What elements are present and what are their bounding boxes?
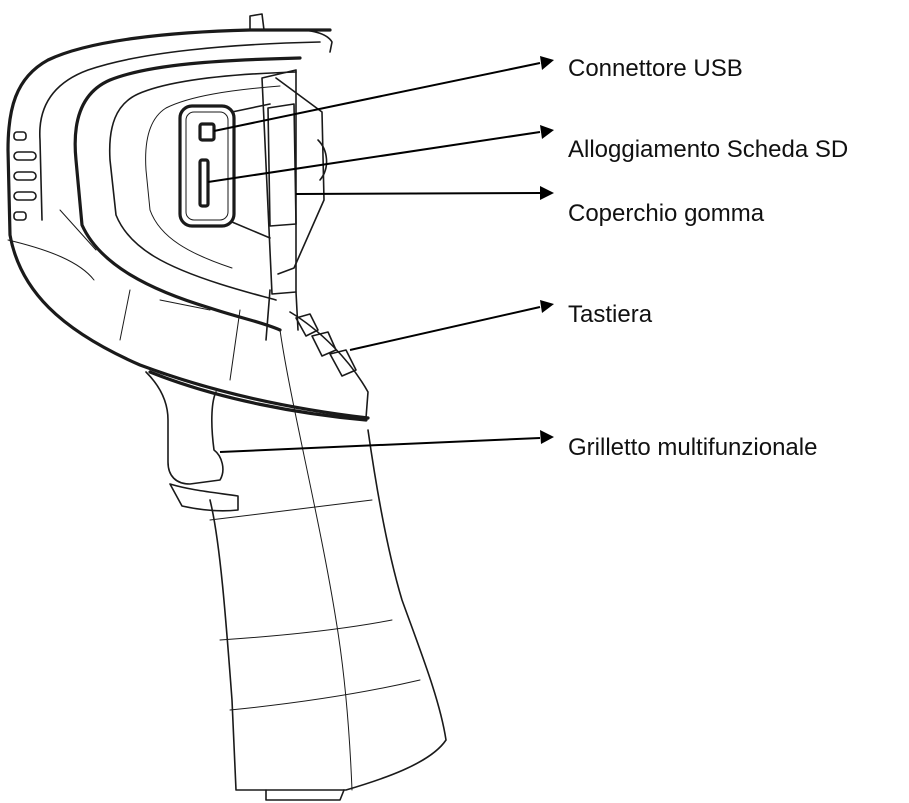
device-side-panel-lines [7,209,241,381]
vent-slot [13,171,37,181]
rubber-cover-tab [267,103,297,227]
arrowhead-cover [540,186,554,200]
label-rubber-cover: Coperchio gomma [568,200,765,227]
device-head-bottom [148,370,368,422]
leader-usb [213,62,541,132]
usb-port-icon [198,122,216,142]
label-sd-card-slot: Alloggiamento Scheda SD [568,136,848,163]
vent-slots [13,131,37,221]
rubber-cover-knob [317,139,328,181]
rubber-cover-flap [275,77,325,275]
keypad-buttons [295,313,357,377]
grip-outline [209,429,447,791]
device-illustration [6,13,447,801]
device-bezel-inner [108,71,297,301]
grip-panel-lines [209,499,421,711]
sd-slot-icon [198,158,210,208]
port-compartment-inner [185,111,229,221]
arrowhead-sd [540,125,554,139]
grip-seam [279,329,353,791]
leader-sd [207,131,541,183]
keypad-edge [289,311,369,419]
trigger [145,371,224,485]
device-shell-inner-edge [39,41,321,221]
trigger-guard [169,483,239,512]
device-bezel [73,56,302,332]
cover-hinge-bottom [231,221,271,239]
arrowhead-trigger [540,430,554,444]
vent-slot [13,131,27,141]
vent-slot [13,191,37,201]
grip-base [265,789,345,801]
label-keypad: Tastiera [568,301,653,328]
leader-trigger [219,437,541,453]
device-vertical-seam [265,289,299,341]
arrowhead-usb [540,56,554,70]
device-top-clip [249,13,333,53]
rubber-cover-frame [261,69,297,295]
label-multifunction-trigger: Grilletto multifunzionale [568,434,817,461]
leader-cover [295,192,541,195]
vent-slot [13,211,27,221]
cover-hinge-top [231,103,271,113]
device-face-panel [145,85,281,269]
port-compartment [178,104,236,228]
callout-labels: Connettore USB Alloggiamento Scheda SD C… [568,55,848,461]
leader-lines [207,56,554,453]
label-usb-connector: Connettore USB [568,55,743,82]
vent-slot [13,151,37,161]
arrowhead-keypad [540,300,554,313]
leader-keypad [349,306,541,351]
